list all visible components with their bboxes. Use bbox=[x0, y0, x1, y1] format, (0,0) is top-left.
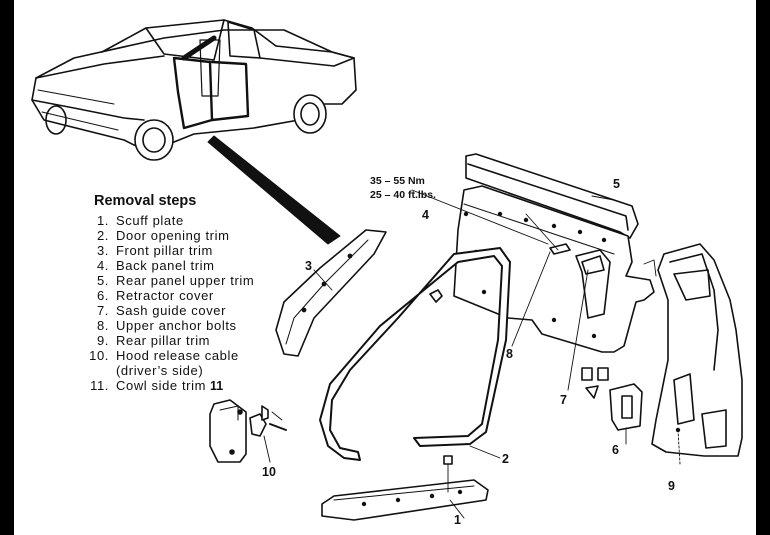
part-10-hood-release-cable bbox=[249, 405, 287, 463]
removal-steps-title: Removal steps bbox=[94, 193, 197, 209]
callout-10: 10 bbox=[262, 465, 276, 479]
callout-2: 2 bbox=[502, 452, 509, 466]
torque-ftlbs: 25 – 40 ft.lbs. bbox=[370, 189, 436, 201]
removal-step-number: 4. bbox=[96, 258, 109, 273]
removal-step-text: Retractor cover bbox=[116, 288, 214, 303]
removal-steps-list: 1. Scuff plate 2. Door opening trim 3. Front … bbox=[78, 213, 254, 393]
removal-step: 6. Retractor cover bbox=[78, 288, 254, 303]
torque-nm: 35 – 55 Nm bbox=[370, 175, 425, 187]
part-1-scuff-plate bbox=[321, 455, 489, 521]
removal-step: 2. Door opening trim bbox=[78, 228, 254, 243]
removal-step-number: 10. bbox=[89, 348, 109, 363]
removal-step: 5. Rear panel upper trim bbox=[78, 273, 254, 288]
pointer-wedge bbox=[207, 135, 341, 245]
removal-step-number: 2. bbox=[96, 228, 109, 243]
removal-step: 9. Rear pillar trim bbox=[78, 333, 254, 348]
removal-step: 1. Scuff plate bbox=[78, 213, 254, 228]
torque-spec: 35 – 55 Nm 25 – 40 ft.lbs. bbox=[370, 174, 436, 202]
removal-step-text: Upper anchor bolts bbox=[116, 318, 237, 333]
callout-11: 11 bbox=[210, 379, 224, 393]
callout-9: 9 bbox=[668, 479, 675, 493]
removal-step: 7. Sash guide cover bbox=[78, 303, 254, 318]
callout-5: 5 bbox=[613, 177, 620, 191]
removal-step-text: Door opening trim bbox=[116, 228, 230, 243]
removal-step-text: Scuff plate bbox=[116, 213, 184, 228]
diagram-drawing bbox=[31, 19, 743, 521]
removal-step: (driver’s side) bbox=[78, 363, 254, 378]
part-6-retractor-cover bbox=[609, 383, 643, 445]
callout-8: 8 bbox=[506, 347, 513, 361]
removal-step-text: Rear panel upper trim bbox=[116, 273, 255, 288]
removal-step-number bbox=[78, 363, 116, 378]
removal-step: 3. Front pillar trim bbox=[78, 243, 254, 258]
removal-step-text: Rear pillar trim bbox=[116, 333, 211, 348]
removal-step: 10. Hood release cable bbox=[78, 348, 254, 363]
removal-step-number: 11. bbox=[90, 378, 109, 393]
part-7-sash-guide-cover bbox=[581, 367, 609, 399]
removal-step: 8. Upper anchor bolts bbox=[78, 318, 254, 333]
removal-step-number: 9. bbox=[96, 333, 109, 348]
removal-step: 4. Back panel trim bbox=[78, 258, 254, 273]
removal-step-number: 1. bbox=[96, 213, 109, 228]
removal-step-text: Back panel trim bbox=[116, 258, 215, 273]
removal-step-number: 8. bbox=[96, 318, 109, 333]
removal-step-text: Cowl side trim bbox=[116, 378, 207, 393]
callout-7: 7 bbox=[560, 393, 567, 407]
removal-step-text: Front pillar trim bbox=[116, 243, 213, 258]
removal-step-number: 6. bbox=[96, 288, 109, 303]
part-3-front-pillar-trim bbox=[275, 229, 387, 357]
removal-step-text: Sash guide cover bbox=[116, 303, 227, 318]
part-11-cowl-side-trim bbox=[209, 399, 247, 463]
callout-4: 4 bbox=[422, 208, 429, 222]
diagram-sheet: Removal steps 1. Scuff plate 2. Door openin… bbox=[14, 0, 756, 535]
callout-3: 3 bbox=[305, 259, 312, 273]
removal-step-number: 3. bbox=[96, 243, 109, 258]
part-5-rear-panel-upper-trim bbox=[465, 153, 639, 239]
removal-step: 11. Cowl side trim bbox=[78, 378, 254, 393]
car-illustration bbox=[31, 19, 357, 161]
callout-6: 6 bbox=[612, 443, 619, 457]
part-9-rear-pillar-trim bbox=[643, 243, 743, 465]
callout-1: 1 bbox=[454, 513, 461, 527]
part-2-door-opening-trim bbox=[319, 247, 511, 461]
removal-step-number: 7. bbox=[96, 303, 109, 318]
removal-step-text: (driver’s side) bbox=[116, 363, 204, 378]
removal-step-number: 5. bbox=[96, 273, 109, 288]
removal-step-text: Hood release cable bbox=[116, 348, 239, 363]
